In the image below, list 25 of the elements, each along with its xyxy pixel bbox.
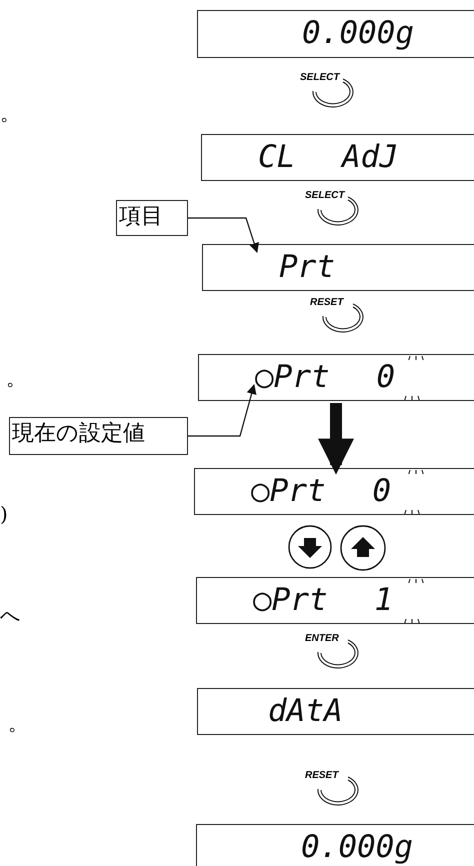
key-button: ENTER [305,633,371,681]
display-screen: dAtA [197,688,474,735]
display-screen: 0.000g [197,10,474,58]
key-button: RESET [310,297,376,345]
display-screen: Prt [202,244,474,291]
callout-box: 項目 [116,200,188,236]
callout-box: 現在の設定値 [9,417,188,455]
arrow-key-button [340,525,386,571]
leader-line [188,217,259,253]
key-button: SELECT [305,190,375,238]
flow-arrow [318,403,354,475]
arrow-key-button [288,525,332,569]
display-screen: ○Prt 0 [198,354,474,401]
key-button: SELECT [300,72,370,120]
display-screen: 0.000g [196,824,474,866]
display-screen: ○Prt 0 [194,468,474,515]
text-fragment: 。 [6,367,26,389]
leader-line [188,384,256,437]
display-screen: CL AdJ [201,134,474,181]
display-screen: ○Prt 1 [196,577,474,624]
key-button: RESET [305,770,371,818]
text-fragment: 。 [0,102,20,124]
text-fragment: 。 [8,712,28,734]
text-fragment: ) [0,503,8,525]
text-fragment: へ [0,604,20,626]
